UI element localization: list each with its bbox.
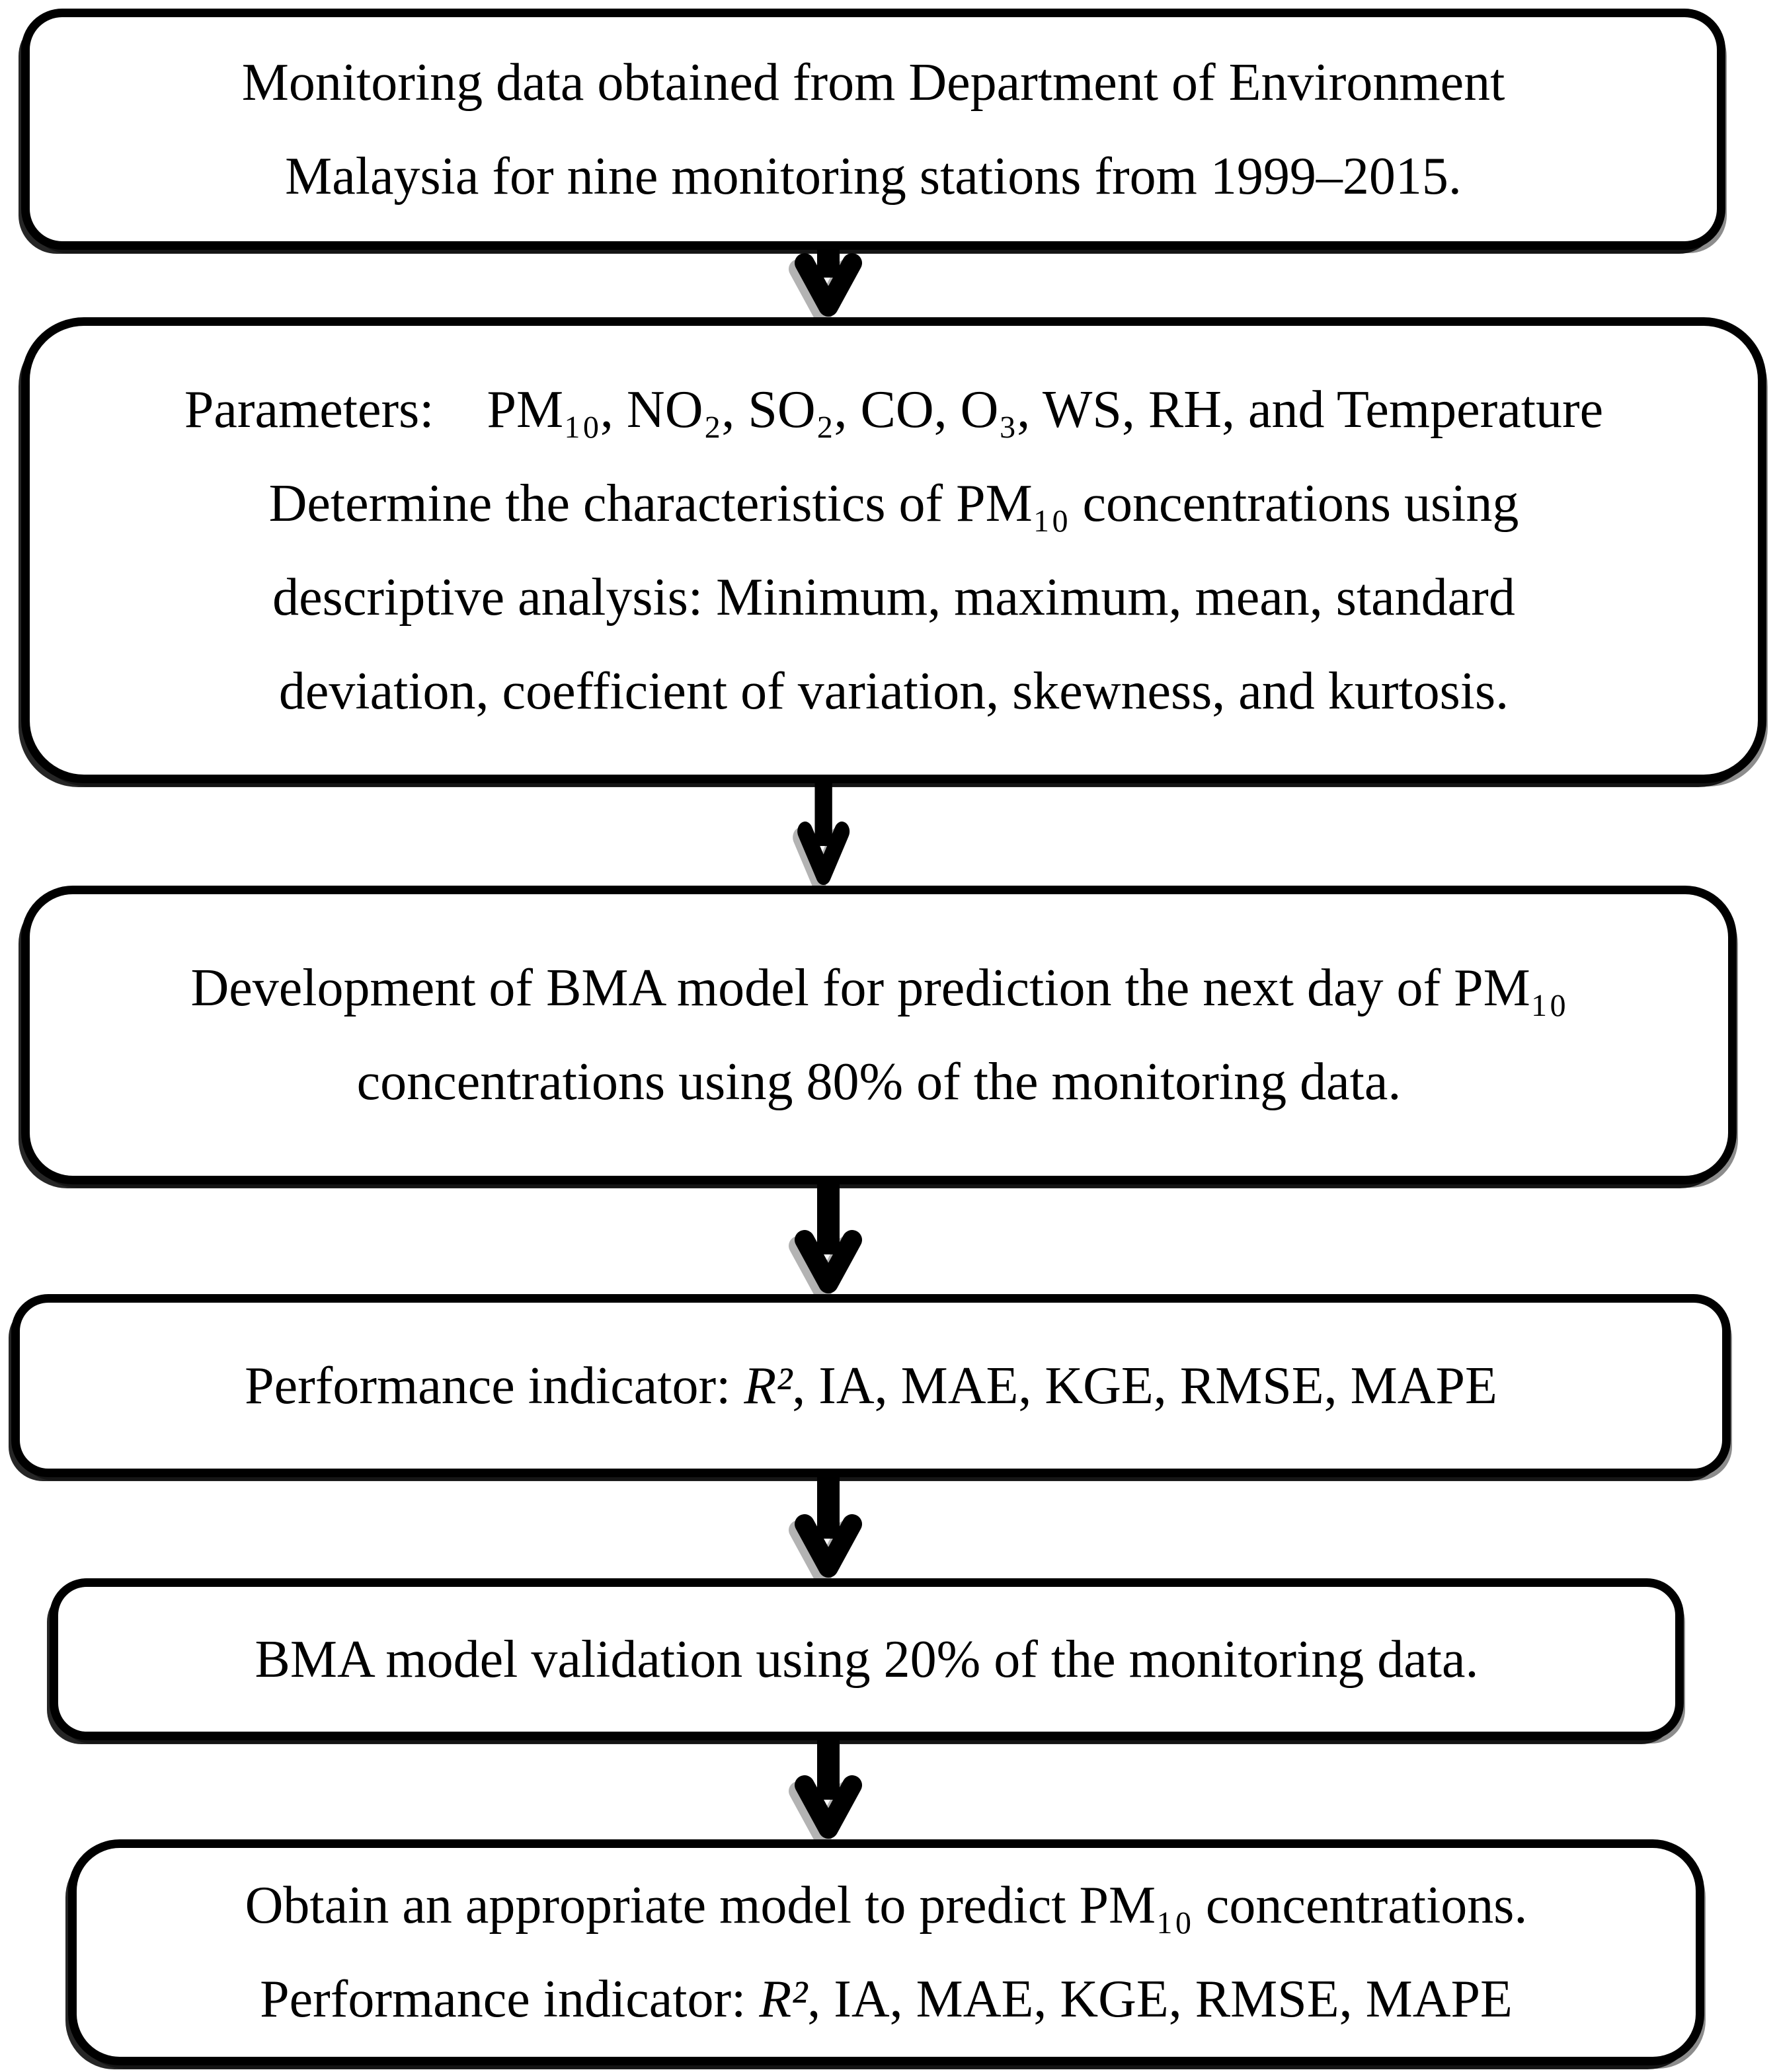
down-arrow-icon: [789, 250, 862, 317]
flow-box-performance-indicator: Performance indicator: R², IA, MAE, KGE,…: [11, 1294, 1731, 1477]
flow-line: concentrations using 80% of the monitori…: [356, 1053, 1402, 1111]
flow-line: BMA model validation using 20% of the mo…: [255, 1630, 1479, 1689]
flow-line: Development of BMA model for prediction …: [190, 959, 1567, 1017]
down-arrow-icon: [789, 1740, 862, 1839]
flow-line: Determine the characteristics of PM₁₀ co…: [268, 474, 1519, 533]
down-arrow-icon: [789, 1477, 862, 1578]
flow-line: Monitoring data obtained from Department…: [241, 53, 1505, 112]
flow-box-data-collection: Monitoring data obtained from Department…: [21, 9, 1725, 250]
flow-line: deviation, coefficient of variation, ske…: [278, 662, 1509, 720]
performance-indicator-suffix: , IA, MAE, KGE, RMSE, MAPE: [807, 1970, 1513, 2028]
flow-line: Performance indicator: R², IA, MAE, KGE,…: [260, 1952, 1513, 2046]
flow-line: descriptive analysis: Minimum, maximum, …: [272, 568, 1515, 627]
down-arrow-icon: [793, 783, 850, 886]
flow-box-parameters: Parameters: PM₁₀, NO₂, SO₂, CO, O₃, WS, …: [21, 317, 1766, 783]
flow-box-final-model: Obtain an appropriate model to predict P…: [68, 1839, 1704, 2065]
flow-box-bma-development: Development of BMA model for prediction …: [21, 886, 1737, 1184]
r-squared-symbol: R²: [744, 1356, 793, 1415]
flow-line: Malaysia for nine monitoring stations fr…: [285, 147, 1462, 206]
r-squared-symbol: R²: [759, 1970, 808, 2028]
flow-line: Parameters: PM₁₀, NO₂, SO₂, CO, O₃, WS, …: [184, 380, 1604, 439]
performance-indicator-prefix: Performance indicator:: [245, 1356, 744, 1415]
down-arrow-icon: [789, 1184, 862, 1294]
flow-line: Performance indicator: R², IA, MAE, KGE,…: [245, 1339, 1497, 1433]
flow-line: Obtain an appropriate model to predict P…: [245, 1876, 1528, 1935]
performance-indicator-suffix: , IA, MAE, KGE, RMSE, MAPE: [792, 1356, 1497, 1415]
flow-box-bma-validation: BMA model validation using 20% of the mo…: [50, 1578, 1684, 1740]
performance-indicator-prefix: Performance indicator:: [260, 1970, 760, 2028]
